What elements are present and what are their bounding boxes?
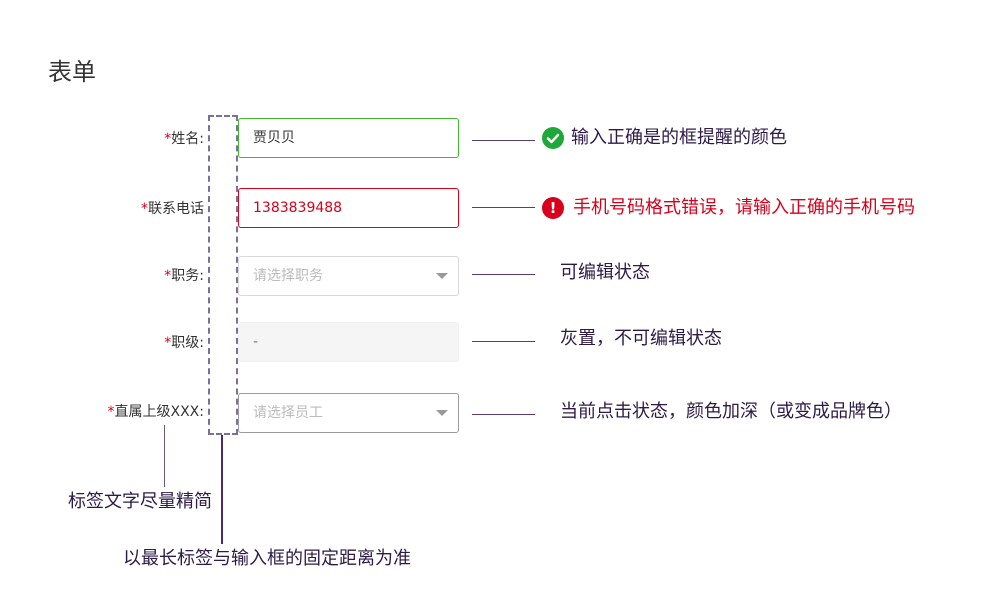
phone-label: *联系电话 bbox=[141, 199, 204, 219]
position-label: *职务: bbox=[164, 266, 204, 286]
name-input[interactable]: 贾贝贝 bbox=[238, 118, 459, 158]
name-input-value: 贾贝贝 bbox=[253, 130, 295, 146]
spacing-hint: 以最长标签与输入框的固定距离为准 bbox=[123, 548, 411, 569]
active-state-note: 当前点击状态，颜色加深（或变成品牌色） bbox=[560, 401, 902, 422]
chevron-down-icon bbox=[436, 410, 448, 416]
phone-input-value: 1383839488 bbox=[253, 200, 343, 216]
position-select-placeholder: 请选择职务 bbox=[253, 268, 323, 284]
rank-input: - bbox=[238, 322, 459, 362]
annotation-line bbox=[472, 207, 535, 208]
spacing-bracket bbox=[208, 115, 238, 435]
chevron-down-icon bbox=[436, 273, 448, 279]
error-circle-icon: ! bbox=[542, 197, 564, 219]
name-label-text: 姓名: bbox=[171, 131, 204, 147]
required-mark: * bbox=[164, 268, 172, 284]
annotation-line bbox=[472, 274, 535, 275]
phone-input[interactable]: 1383839488 bbox=[238, 188, 459, 228]
error-state-note: 手机号码格式错误，请输入正确的手机号码 bbox=[573, 197, 915, 218]
supervisor-select[interactable]: 请选择员工 bbox=[238, 393, 459, 433]
supervisor-label-text: 直属上级XXX: bbox=[114, 404, 205, 420]
annotation-line bbox=[472, 140, 535, 141]
rank-label-text: 职级: bbox=[171, 335, 204, 351]
disabled-state-note: 灰置，不可编辑状态 bbox=[560, 328, 722, 349]
required-mark: * bbox=[107, 404, 115, 420]
supervisor-label: *直属上级XXX: bbox=[108, 402, 205, 422]
label-pointer-line bbox=[164, 425, 165, 487]
check-circle-icon bbox=[542, 127, 564, 149]
rank-label: *职级: bbox=[164, 333, 204, 353]
spacing-pointer-line bbox=[221, 435, 223, 544]
position-label-text: 职务: bbox=[171, 268, 204, 284]
phone-label-text: 联系电话 bbox=[148, 201, 204, 217]
position-select[interactable]: 请选择职务 bbox=[238, 256, 459, 296]
page-title: 表单 bbox=[48, 58, 96, 86]
rank-input-value: - bbox=[253, 334, 259, 350]
annotation-line bbox=[472, 341, 535, 342]
required-mark: * bbox=[141, 201, 148, 217]
annotation-line bbox=[472, 414, 535, 415]
editable-state-note: 可编辑状态 bbox=[560, 262, 650, 283]
supervisor-select-placeholder: 请选择员工 bbox=[253, 405, 323, 421]
required-mark: * bbox=[164, 131, 172, 147]
name-label: *姓名: bbox=[164, 129, 204, 149]
required-mark: * bbox=[164, 335, 172, 351]
label-hint: 标签文字尽量精简 bbox=[68, 491, 212, 512]
valid-state-note: 输入正确是的框提醒的颜色 bbox=[571, 127, 787, 148]
